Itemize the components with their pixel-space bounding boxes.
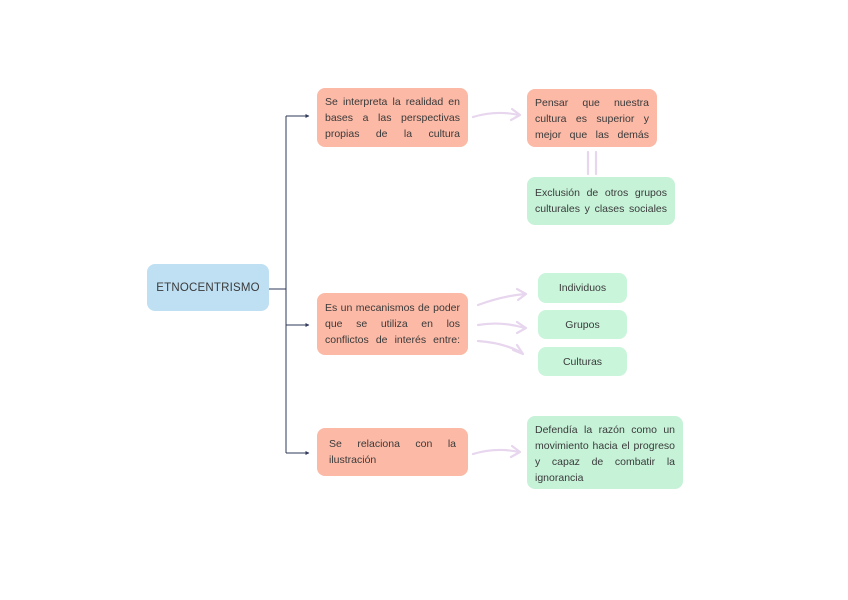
branch-2-text: Es un mecanismos de poder que se utiliza…: [325, 302, 460, 346]
arrow-1: [471, 107, 522, 122]
branch-1-target-1[interactable]: Pensar que nuestra cultura es superior y…: [527, 89, 657, 147]
branch-3-target-1[interactable]: Defendía la razón como un movimiento hac…: [527, 416, 683, 489]
leaf-individuos[interactable]: Individuos: [538, 273, 627, 303]
arrow-3: [471, 444, 522, 459]
root-label: ETNOCENTRISMO: [156, 281, 260, 294]
leaf-culturas-text: Culturas: [562, 355, 603, 368]
leaf-grupos-text: Grupos: [565, 318, 600, 331]
double-line-connector: [586, 150, 598, 176]
leaf-culturas[interactable]: Culturas: [538, 347, 627, 376]
branch-1-target-2[interactable]: Exclusión de otros grupos culturales y c…: [527, 177, 675, 225]
branch-2-node[interactable]: Es un mecanismos de poder que se utiliza…: [317, 293, 468, 355]
arrow-2a: [476, 287, 528, 307]
leaf-individuos-text: Individuos: [558, 282, 607, 294]
branch-1-target-2-text: Exclusión de otros grupos culturales y c…: [535, 187, 667, 215]
arrow-2b: [476, 320, 528, 335]
branch-1-text: Se interpreta la realidad en bases a las…: [325, 96, 460, 140]
leaf-grupos[interactable]: Grupos: [538, 310, 627, 339]
branch-3-text: Se relaciona con la ilustración: [329, 438, 456, 466]
arrow-2c: [476, 339, 525, 356]
root-node[interactable]: ETNOCENTRISMO: [147, 264, 269, 311]
branch-1-target-1-text: Pensar que nuestra cultura es superior y…: [535, 97, 649, 141]
branch-1-node[interactable]: Se interpreta la realidad en bases a las…: [317, 88, 468, 147]
branch-3-target-1-text: Defendía la razón como un movimiento hac…: [535, 424, 675, 484]
branch-3-node[interactable]: Se relaciona con la ilustración: [317, 428, 468, 476]
